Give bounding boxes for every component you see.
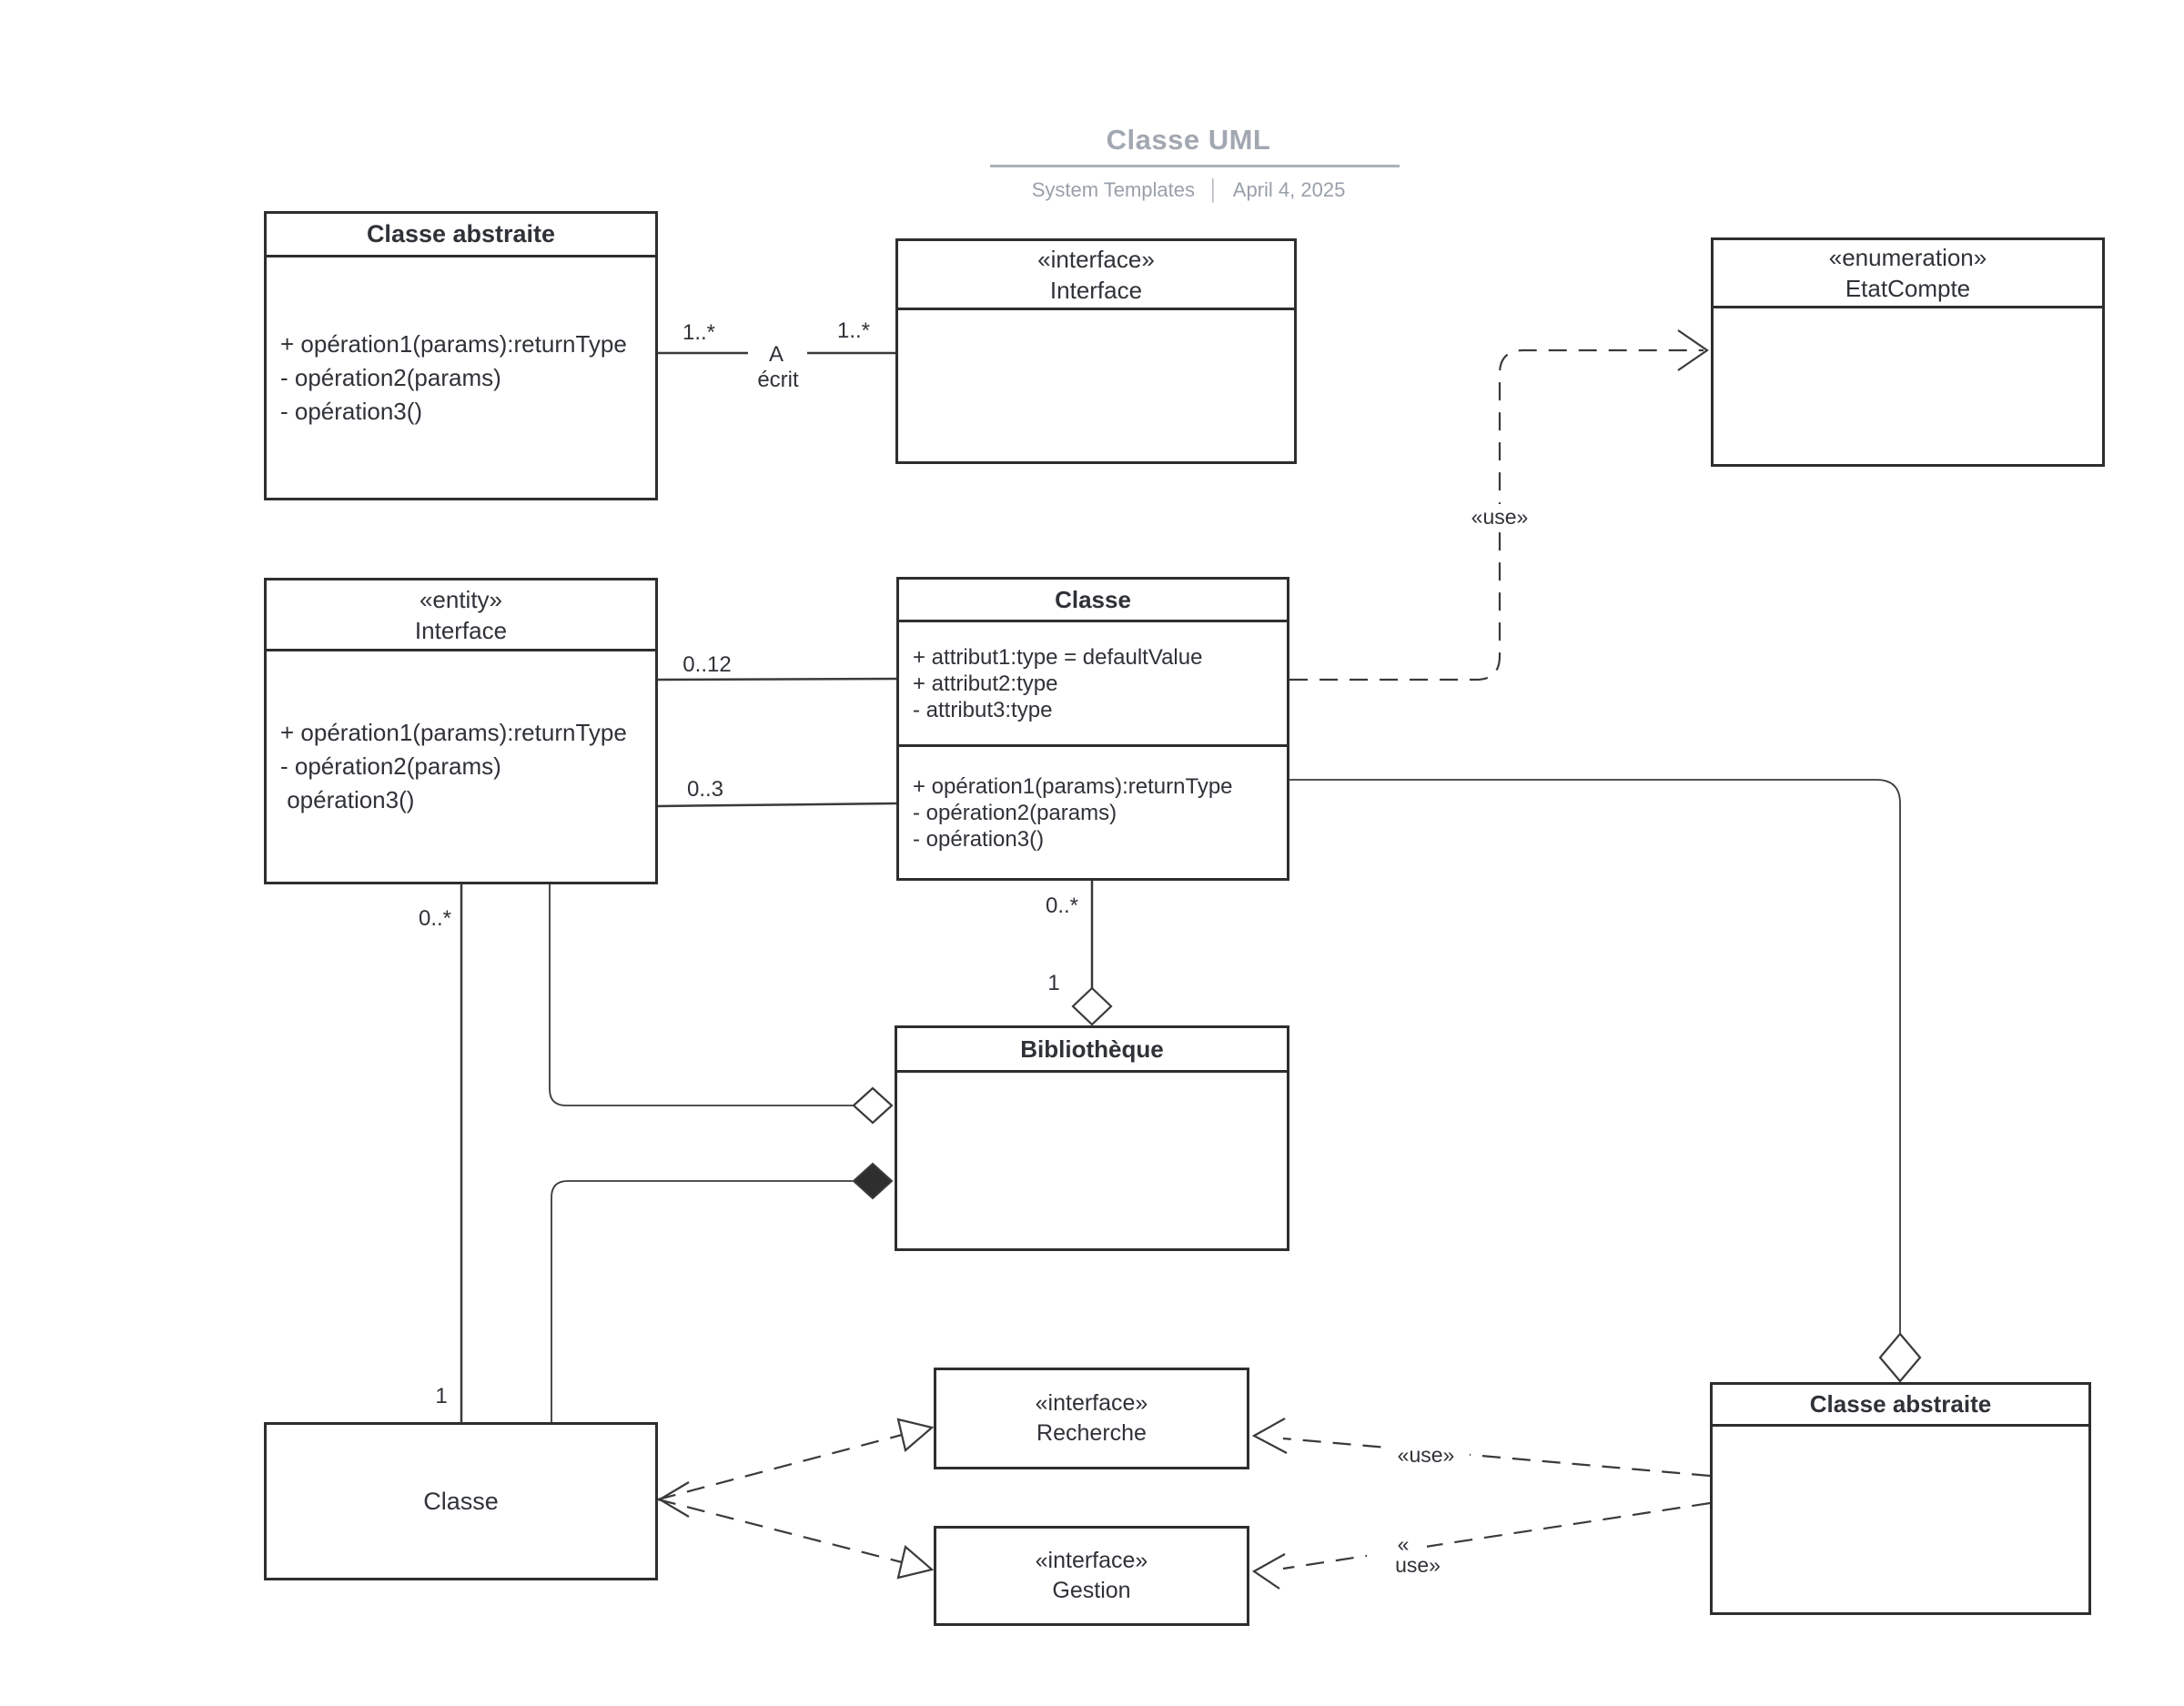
multiplicity-label: 0..* [1045,893,1079,918]
class-box-entity-interface[interactable]: «entity» Interface + opération1(params):… [264,578,658,884]
class-box-classe-abstraite-top[interactable]: Classe abstraite + opération1(params):re… [264,211,658,500]
attribute: + attribut1:type = defaultValue [913,644,1203,670]
class-title: Classe abstraite [1809,1390,1992,1418]
dependency-arrow-open-etatcompte [1677,329,1709,371]
operation: - opération3() [913,826,1045,852]
class-box-classe-abstraite-bottom[interactable]: Classe abstraite [1710,1382,2091,1615]
stereotype: «interface» [1035,1548,1148,1573]
multiplicity-label: 0..12 [682,652,732,677]
aggregation-diamond-hollow-bottom [1878,1332,1922,1383]
multiplicity-label: 1..* [836,318,871,343]
aggregation-classe-abstraite-line [1289,779,1901,1335]
class-title: Classe [1055,585,1131,613]
association-0-12-line [657,677,897,681]
class-box-classe-mid[interactable]: Classe + attribut1:type = defaultValue +… [896,577,1289,881]
stereotype: «entity» [419,585,503,613]
aggregation-diamond-hollow [852,1086,894,1125]
title-underline [990,165,1400,167]
operation: + opération1(params):returnType [280,329,627,358]
class-box-interface-top[interactable]: «interface» Interface [895,238,1297,464]
association-name: A [768,342,784,367]
realization-triangle-recherche [896,1418,935,1453]
class-box-recherche[interactable]: «interface» Recherche [934,1368,1249,1469]
class-title: Interface [414,616,508,644]
association-0-3-line [657,802,897,808]
realization-gestion-line [657,1498,903,1564]
operation: - opération2(params) [913,800,1117,825]
class-title: Gestion [1052,1578,1131,1603]
realization-triangle-gestion [896,1544,935,1580]
realization-recherche-line [657,1433,903,1501]
stereotype-use-label: «use» [1456,504,1543,530]
operation: + opération1(params):returnType [913,773,1233,799]
class-title: Interface [1049,276,1143,304]
dependency-arrow-open-classe [657,1481,690,1518]
class-box-classe-bottom[interactable]: Classe [264,1422,658,1580]
class-title: Classe abstraite [366,220,556,247]
subtitle-date: April 4, 2025 [1232,178,1346,201]
attribute: - attribut3:type [913,697,1053,722]
multiplicity-label: 0..3 [686,777,724,802]
dependency-use-gestion-line [1282,1501,1711,1570]
subtitle-source: System Templates [1031,178,1196,201]
stereotype: «enumeration» [1828,244,1987,271]
multiplicity-label: 1 [1047,971,1060,995]
operation: + opération1(params):returnType [280,719,627,746]
aggregation-interface-bibliotheque-line [549,884,853,1106]
stereotype-use-label: «use» [1382,1442,1470,1468]
class-title: Classe [423,1487,499,1515]
association-name: écrit [757,368,799,392]
composition-classe-bibliotheque-line [551,1180,853,1422]
dependency-use-recherche-line [1282,1437,1711,1478]
class-title: Bibliothèque [1020,1035,1164,1063]
page-subtitle: System Templates │ April 4, 2025 [915,178,1461,202]
operation: - opération3() [280,397,423,425]
composition-diamond-filled [852,1162,894,1200]
multiplicity-label: 0..* [418,906,452,931]
stereotype: «interface» [1037,245,1155,273]
operation: opération3() [280,786,415,813]
class-title: EtatCompte [1845,275,1971,302]
dependency-arrow-open-gestion [1251,1553,1286,1590]
class-box-gestion[interactable]: «interface» Gestion [934,1526,1249,1626]
multiplicity-label: 1..* [682,320,716,345]
subtitle-separator: │ [1208,178,1220,201]
multiplicity-label: 1 [435,1384,448,1408]
class-box-etatcompte[interactable]: «enumeration» EtatCompte [1711,237,2105,467]
stereotype-use-label: use» [1367,1552,1469,1578]
page-title: Classe UML [1106,124,1271,156]
class-box-bibliotheque[interactable]: Bibliothèque [895,1025,1289,1251]
operation: - opération2(params) [280,752,501,780]
stereotype: «interface» [1035,1390,1148,1416]
dependency-arrow-open-recherche [1251,1418,1288,1454]
attribute: + attribut2:type [913,671,1058,696]
operation: - opération2(params) [280,363,501,391]
class-title: Recherche [1036,1420,1147,1446]
